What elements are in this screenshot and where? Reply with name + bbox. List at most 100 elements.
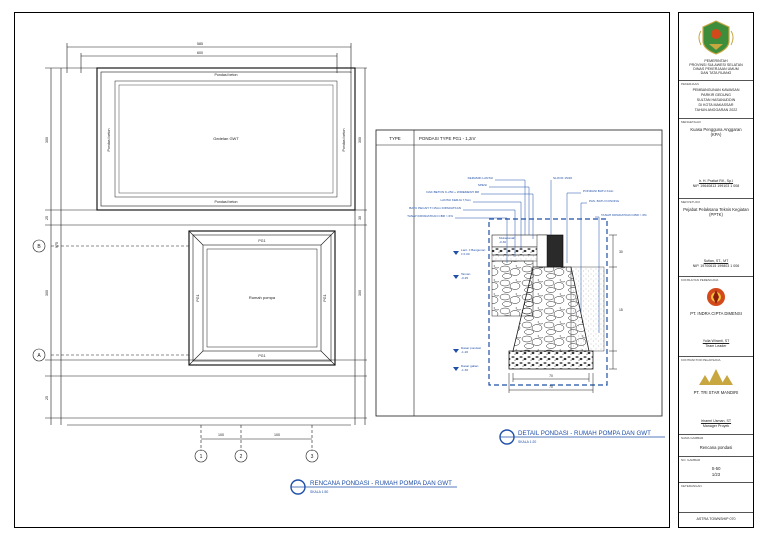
project-label: PEKERJAAN [681,82,699,86]
title-block-footer: ASTRA TOWNSHIP 070 [696,517,736,521]
project-line-2: PARKIR GEDUNG [701,93,731,97]
level-galian-value: -1.30 [461,368,468,372]
kpa-section: MENGETAHUI Kuasa Pengguna Anggaran (KPA)… [679,119,753,199]
pump-pg-right: PG1 [323,294,327,301]
dim-right-pump: 300 [358,290,362,296]
remarks-section: KETERANGAN [679,483,753,513]
province-emblem-icon [698,20,734,55]
title-block: PEMERINTAH PROVINSI SULAWESI SELATAN DIN… [678,12,754,528]
remarks-label: KETERANGAN [681,484,702,488]
pump-house-outline [188,230,336,366]
grid-bubble-2 [234,449,248,463]
pump-label: Rumah pompa [249,295,276,300]
dim-right-tank: 300 [358,137,362,143]
consultant-logo-icon [707,288,725,306]
detail-dim-2: 15 [619,308,623,312]
detail-title-block: DETAIL PONDASI - RUMAH POMPA DAN GWT SKA… [499,429,665,445]
grid-bubble-3 [305,449,319,463]
callout-tanah-right: TANAH DIPADATKAN CBR > 6% [601,213,647,217]
sheet-total: 1/23 [711,472,721,477]
pump-pg-bottom: PG1 [258,354,265,358]
detail-col-title: PONDASI TYPE PG1 - 1,2m' [419,136,476,141]
grid-label-2: 2 [240,454,243,460]
pptk-section: MENYETUJUI Pejabat Pelaksana Teknis Kegi… [679,199,753,277]
level-pondasi-label: Dasar pondasi [461,346,481,350]
project-line-4: DI KOTA MAKASSAR [698,103,734,107]
detail-col-type: TYPE [389,136,401,141]
dim-left-total: 975 [55,242,59,248]
contractor-name: PT. TRI STAR MANDIRI [693,390,739,395]
dim-left-tank: 300 [45,137,49,143]
sheet-code: S-50 [711,466,721,471]
contractor-logo-icon [699,369,733,385]
contractor-label: KONTRAKTOR PELAKSANA [681,358,721,362]
level-taman-value: -0.25 [461,276,468,280]
grid-bubble-1 [194,449,208,463]
drawing-name: Rencana pondasi [699,445,733,450]
dim-left-pump: 300 [45,290,49,296]
tank-beam-bottom: Pondasi beton [215,200,238,204]
pump-pg-top: PG1 [258,239,265,243]
pptk-name: Sufian, ST., MT [703,259,729,263]
plan-title-block: RENCANA PONDASI - RUMAH POMPA DAN GWT SK… [290,479,457,495]
excavation-outline [488,218,608,386]
tank-beam-left: Pondasi beton [107,129,111,152]
owner-line-2: PROVINSI SULAWESI SELATAN [689,63,743,67]
project-line-3: SULTAN HASANUDDIN [696,98,736,102]
foundation-plan [32,43,367,463]
callout-batu-kosong: PAS. BATU KOSONG [589,199,620,203]
dim-top-outer: 585 [197,42,203,46]
project-section: PEKERJAAN PEMBANGUNAN KAWASAN PARKIR GED… [679,81,753,119]
level-marker-floor [453,251,459,255]
callout-pondasi-batu-kali: PONDASI BATU KALI [583,189,614,193]
callout-dak-beton: DAK BETON K-250 + WIREMESH M8 [426,190,479,194]
detail-dim-1: 70 [549,374,553,378]
kpa-title-2: (KPA) [710,132,722,137]
tank-beam-right: Pondasi beton [342,129,346,152]
callout-keramik: KERAMIK LANTAI [468,176,494,180]
pptk-label: MENYETUJUI [681,200,701,204]
detail-scale: SKALA 1:20 [518,440,536,444]
sheet-label: NO. GAMBAR [681,458,701,462]
level-muka-tanah-value: -0.30 [499,240,506,244]
manager-role: Manager Proyek [702,424,730,428]
detail-dim-3: 70 [549,385,553,389]
pptk-nip: NIP. 19700615 199803 1 006 [692,264,740,268]
level-taman-label: Taman [461,272,471,276]
consultant-label: KONSULTAN PERENCANA [681,278,719,282]
pptk-title-2: (PPTK) [709,212,723,217]
dim-top-inner: 600 [197,51,203,55]
sheet-number-section: NO. GAMBAR S-50 1/23 [679,457,753,483]
drawing-sheet: 585 600 300 25 975 300 25 300 300 30 100… [14,12,670,528]
kpa-name: Ir. H. Pratiwi Rif., Sp.I [698,179,734,183]
level-galian-label: Dasar galian [461,364,479,368]
owner-line-4: DAN TATA RUANG [700,71,732,75]
tank-label: Gedelan GWT [213,136,239,141]
pptk-title-1: Pejabat Pelaksana Teknis Kegiatan [683,207,749,212]
kpa-title-1: Kuasa Pengguna Anggaran [690,127,742,132]
team-leader-role: Team Leader [705,344,727,348]
level-floor-value: ± 0.00 [461,252,470,256]
level-marker-taman [453,275,459,279]
plan-title: RENCANA PONDASI - RUMAH POMPA DAN GWT [310,480,452,487]
drawing-name-section: NAMA GAMBAR Rencana pondasi [679,435,753,457]
consultant-section: KONSULTAN PERENCANA PT. INDRA CIPTA DIME… [679,277,753,357]
kpa-nip: NIP. 19640813 199103 1 008 [692,184,740,188]
callout-batu-pecah: BATU PECAH T=15cm DIPADATKAN [409,206,461,210]
level-muka-tanah-label: Muka tanah [499,236,515,240]
level-marker-galian [453,367,459,371]
dim-bottom-2: 100 [274,433,280,437]
gwt-outline [96,67,356,211]
callout-tanah-left: TANAH DIPADATKAN CBR > 6% [407,214,453,218]
kpa-label: MENGETAHUI [681,120,701,124]
owner-line-1: PEMERINTAH [704,59,728,63]
drawing-canvas: 585 600 300 25 975 300 25 300 300 30 100… [32,42,665,495]
grid-label-b: B [37,244,41,250]
level-pondasi-value: -1.20 [461,350,468,354]
project-line-5: TAHUN ANGGARAN 2022 [694,108,738,112]
grid-bubble-b [32,239,46,253]
grid-label-a: A [37,353,41,359]
base-gravel [508,350,594,370]
dim-bottom-1: 100 [218,433,224,437]
consultant-name: PT. INDRA CIPTA DIMENSI [690,311,742,316]
